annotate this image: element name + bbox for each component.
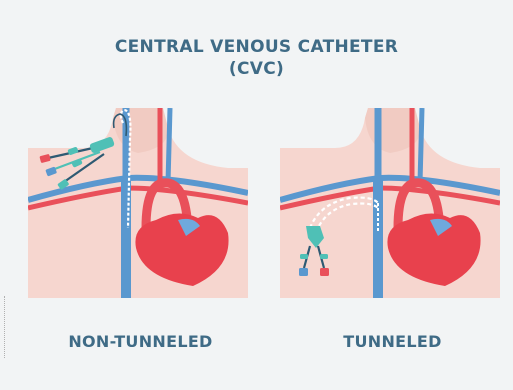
catheter-clamp-2	[320, 254, 328, 259]
tunneled-illustration	[280, 108, 500, 298]
catheter-clamp-1	[300, 254, 308, 259]
diagram-subtitle: (CVC)	[0, 59, 513, 79]
non-tunneled-label: NON-TUNNELED	[38, 332, 243, 351]
jugular-vein-right	[420, 108, 422, 183]
catheter-cap-blue	[299, 268, 308, 276]
non-tunneled-illustration	[28, 108, 248, 298]
catheter-cap-red	[320, 268, 329, 276]
tunneled-label: TUNNELED	[290, 332, 495, 351]
edge-divider	[4, 296, 6, 358]
diagram-title: CENTRAL VENOUS CATHETER	[0, 37, 513, 57]
jugular-vein-right	[168, 108, 170, 183]
